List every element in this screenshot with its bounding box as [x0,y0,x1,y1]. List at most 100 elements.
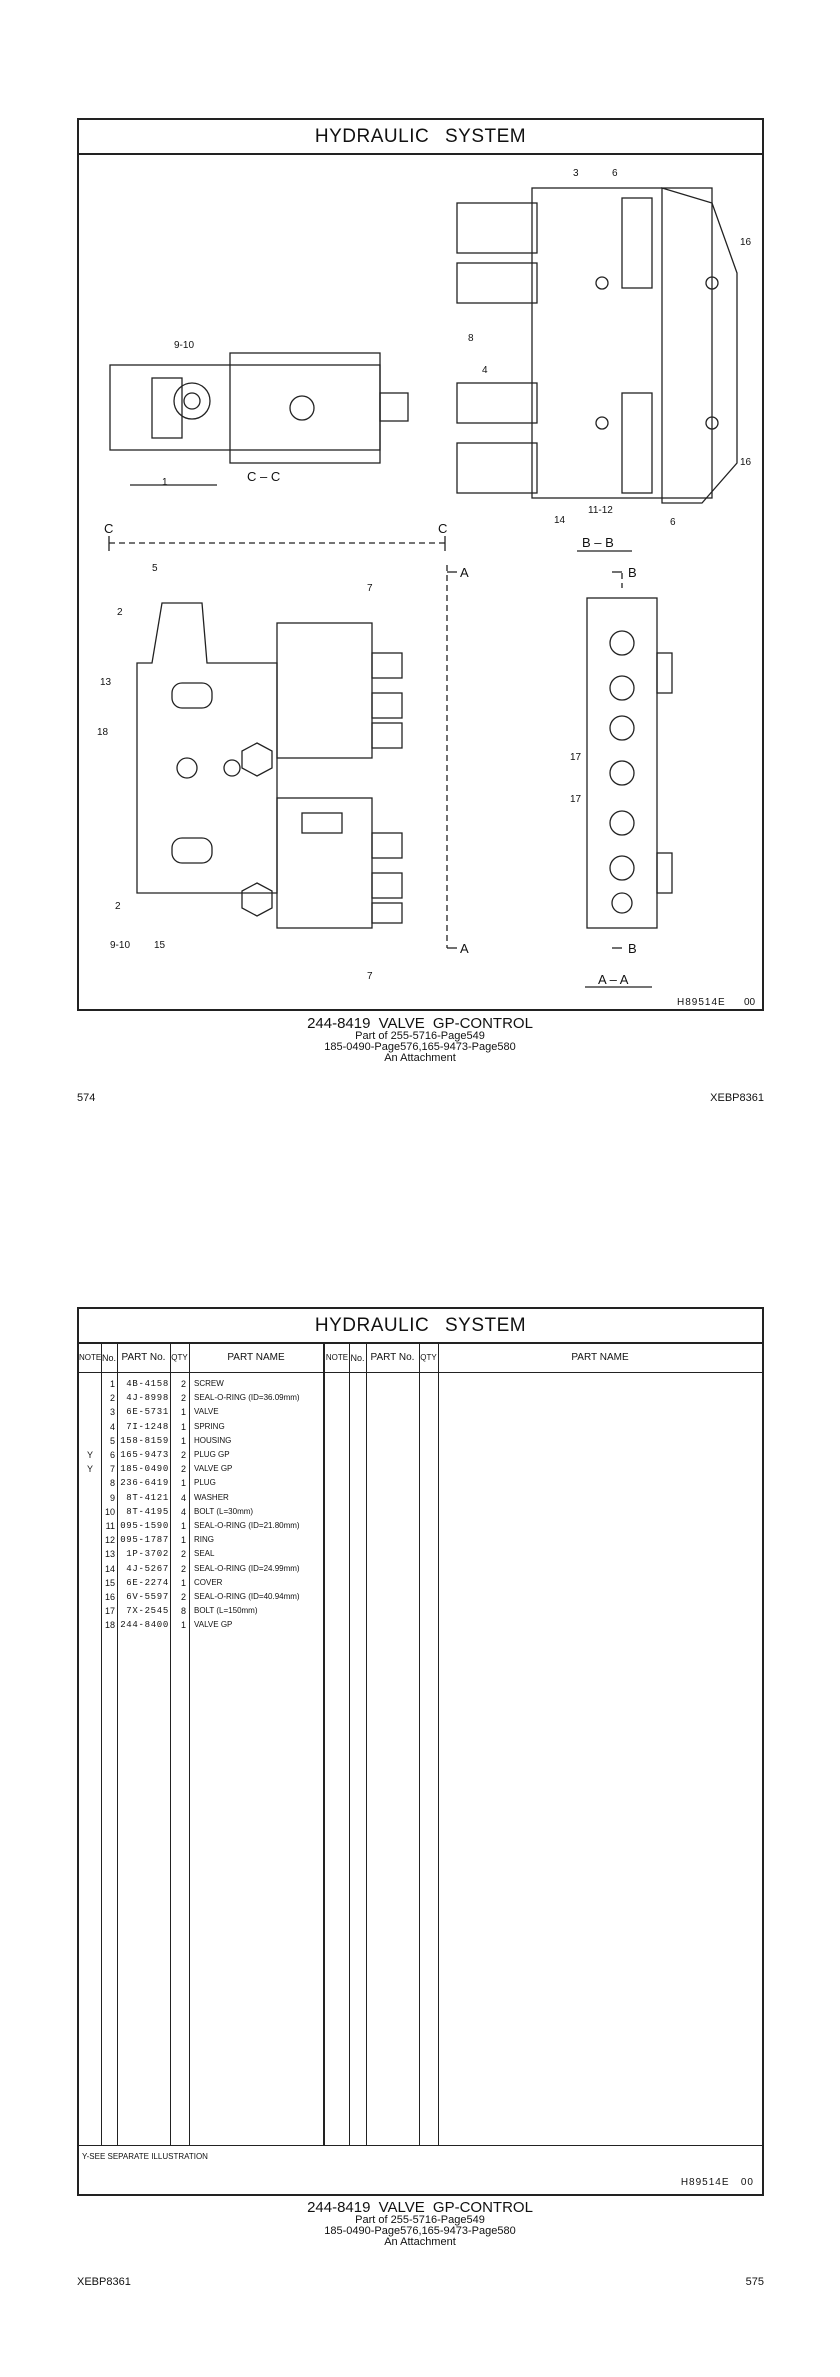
callout-7: 7 [367,971,373,982]
illustration-rev: 00 [744,997,756,1008]
item-number-cell: 7 [109,1464,115,1475]
section-cc-drawing [109,352,409,464]
part-number-cell: 4J-8998 [126,1393,169,1404]
part-number-cell: 185-0490 [120,1464,169,1475]
callout-5: 5 [152,563,158,574]
callout-labels: 9-10 1 C – C 3 6 16 8 4 14 11-12 6 16 B … [97,168,756,1008]
col-header-part-no: PART No. [121,1352,166,1363]
item-number-cell: 15 [104,1577,115,1588]
figure-caption: 244-8419 VALVE GP-CONTROL Part of 255-57… [0,2200,840,2248]
section-marker-a: A [460,941,469,956]
header-divider [79,1372,762,1373]
item-number-cell: 5 [109,1435,115,1446]
item-number-cell: 17 [104,1606,115,1617]
callout-8: 8 [468,333,474,344]
callout-9-10: 9-10 [110,940,130,951]
section-marker-b: B [628,941,637,956]
column-divider [101,1344,102,2145]
item-number-cell: 11 [105,1521,115,1531]
quantity-cell: 1 [180,1620,186,1631]
caption-title: 244-8419 VALVE GP-CONTROL [307,2199,533,2216]
caption-line: 185-0490-Page576,165-9473-Page580 [324,1041,516,1053]
part-name-cell: SCREW [194,1379,224,1388]
part-number-cell: 7I-1248 [126,1421,169,1432]
section-lines [109,542,623,948]
col-header-note: NOTE [325,1353,349,1362]
part-name-cell: BOLT (L=150mm) [194,1606,258,1616]
caption-line: An Attachment [384,1052,456,1064]
quantity-cell: 1 [180,1521,186,1531]
page-title: HYDRAULIC SYSTEM [79,1309,762,1344]
part-number-cell: 6V-5597 [126,1592,169,1602]
page-number: 575 [745,2276,764,2288]
quantity-cell: 1 [180,1435,186,1446]
figure-caption: 244-8419 VALVE GP-CONTROL Part of 255-57… [0,1016,840,1064]
part-name-cell: VALVE GP [194,1620,233,1630]
item-number-cell: 3 [109,1407,115,1418]
callout-18: 18 [97,727,109,738]
item-number-cell: 14 [104,1563,115,1574]
caption-line: Part of 255-5716-Page549 [355,2214,485,2226]
callout-3: 3 [573,168,579,179]
callout-2: 2 [117,607,123,618]
quantity-cell: 2 [180,1563,186,1574]
part-name-cell: SEAL-O-RING (ID=36.09mm) [194,1393,300,1403]
col-header-no: No. [350,1353,365,1363]
illustration-ref: H89514E 00 [681,2177,754,2188]
quantity-cell: 4 [180,1492,186,1503]
footer-divider [79,2145,762,2146]
section-marker-a: A [460,565,469,580]
item-number-cell: 16 [104,1592,115,1602]
callout-1: 1 [162,477,168,488]
callout-16: 16 [740,457,752,468]
view-label-aa: A – A [598,972,629,987]
quantity-cell: 4 [180,1506,186,1517]
quantity-cell: 2 [180,1549,186,1560]
part-name-cell: SEAL-O-RING (ID=21.80mm) [194,1521,300,1530]
part-number-cell: 236-6419 [120,1478,169,1489]
part-name-cell: BOLT (L=30mm) [194,1506,254,1516]
parts-list-frame: HYDRAULIC SYSTEM NOTE No. PART No. QTY P… [77,1307,764,2196]
part-name-cell: SEAL-O-RING (ID=40.94mm) [194,1592,300,1601]
callout-6: 6 [612,168,618,179]
doc-id: XEBP8361 [710,1092,764,1104]
callout-2: 2 [115,901,121,912]
callout-17: 17 [570,752,582,763]
quantity-cell: 8 [180,1606,186,1617]
note-cell: Y [86,1450,93,1460]
doc-id: XEBP8361 [77,2276,131,2288]
part-name-cell: WASHER [194,1492,229,1502]
part-name-cell: PLUG [194,1478,216,1488]
column-divider [170,1344,171,2145]
callout-16: 16 [740,237,752,248]
caption-line: Part of 255-5716-Page549 [355,1030,485,1042]
exploded-view-illustration: 9-10 1 C – C 3 6 16 8 4 14 11-12 6 16 B … [97,168,756,1008]
part-number-cell: 1P-3702 [126,1549,169,1560]
part-name-cell: HOUSING [194,1435,232,1445]
part-number-cell: 4B-4158 [126,1379,169,1389]
part-name-cell: SPRING [194,1421,225,1431]
part-name-cell: VALVE [194,1407,219,1417]
quantity-cell: 1 [180,1407,186,1418]
column-divider [117,1344,118,2145]
item-number-cell: 18 [104,1620,115,1631]
col-header-part-name: PART NAME [227,1352,285,1363]
quantity-cell: 2 [180,1393,186,1404]
part-number-cell: 7X-2545 [126,1606,169,1617]
col-header-part-no: PART No. [370,1352,415,1363]
part-name-cell: VALVE GP [194,1464,233,1474]
part-number-cell: 244-8400 [120,1620,169,1631]
item-number-cell: 8 [109,1478,115,1489]
quantity-cell: 1 [180,1421,186,1432]
column-divider [366,1344,367,2145]
illustration-rev: 00 [740,2177,754,2188]
quantity-cell: 2 [180,1450,186,1460]
callout-6: 6 [670,517,676,528]
item-number-cell: 10 [104,1506,115,1517]
note-cell: Y [86,1464,93,1475]
part-number-cell: 158-8159 [120,1435,169,1446]
quantity-cell: 1 [180,1535,186,1546]
caption-title: 244-8419 VALVE GP-CONTROL [307,1015,533,1032]
section-marker-b: B [628,565,637,580]
